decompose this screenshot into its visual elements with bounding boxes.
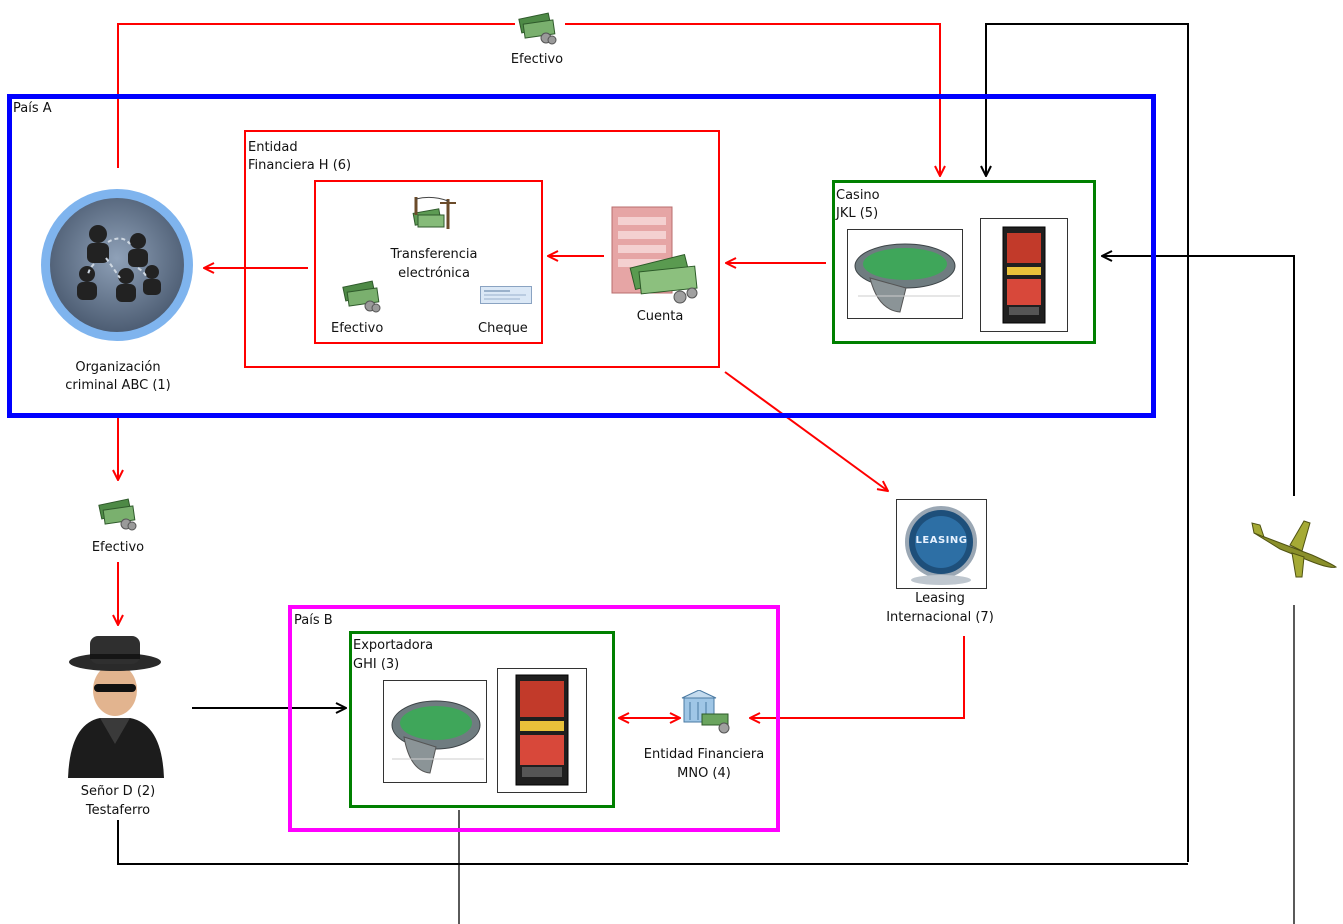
cash-top-label: Efectivo (510, 52, 564, 67)
criminal-org-icon (38, 186, 196, 344)
leasing-name-line1: Leasing (915, 591, 965, 606)
airplane-icon (1250, 515, 1340, 581)
slot-machine-icon (980, 218, 1068, 332)
transfer-label-line2: electrónica (398, 266, 470, 281)
flow-plane-to-casino (1102, 256, 1295, 496)
cash-icon-mid (96, 496, 140, 532)
bank-h-frame (244, 130, 720, 368)
cash-icon-bank (340, 278, 384, 314)
exporter-name-line2: GHI (3) (353, 657, 400, 672)
flow-leasing-to-mno (750, 636, 965, 718)
cash-mid-label: Efectivo (91, 540, 145, 555)
casino-name-line2: JKL (5) (836, 206, 879, 221)
casino-name-line1: Casino (836, 188, 880, 203)
org-name-line1: Organización (75, 360, 161, 375)
mno-name-line2: MNO (4) (677, 766, 731, 781)
casino-jkl-frame (832, 180, 1096, 344)
org-name-line2: criminal ABC (1) (65, 378, 171, 393)
gaming-table-icon-exporter (383, 680, 487, 783)
bank-account-icon (610, 205, 708, 309)
cash-icon-top (516, 10, 560, 46)
country-b-frame (288, 605, 780, 832)
leasing-name-line2: Internacional (7) (886, 610, 994, 625)
leasing-logo-text: LEASING (915, 535, 968, 546)
country-a-frame (7, 94, 1156, 418)
mr-d-name-line2: Testaferro (85, 803, 151, 818)
bank-building-icon (680, 689, 736, 734)
flow-plane-to-casino-top (986, 23, 1189, 862)
exporter-name-line1: Exportadora (353, 638, 434, 653)
flow-bank-to-leasing (724, 371, 888, 491)
bank-h-name-line1: Entidad (248, 140, 298, 155)
country-a-label: País A (13, 101, 52, 116)
flow-mr-d-bottom-loop (117, 820, 1188, 865)
spy-person-icon (60, 632, 170, 780)
country-b-label: País B (294, 613, 333, 628)
bank-h-name-line2: Financiera H (6) (248, 158, 352, 173)
slot-machine-icon-exporter (497, 668, 587, 793)
wire-transfer-icon (410, 193, 458, 233)
mno-name-line1: Entidad Financiera (643, 747, 765, 762)
cheque-icon (480, 286, 532, 304)
bank-h-instruments-frame (314, 180, 543, 344)
bank-cash-label: Efectivo (331, 321, 384, 336)
exporter-ghi-frame (349, 631, 615, 808)
transfer-label-line1: Transferencia (390, 247, 478, 262)
account-label: Cuenta (636, 309, 684, 324)
gaming-table-icon (847, 229, 963, 319)
bank-check-label: Cheque (478, 321, 528, 336)
mr-d-name-line1: Señor D (2) (80, 784, 156, 799)
flow-org-to-casino (117, 23, 515, 168)
leasing-logo-icon: LEASING (896, 499, 987, 589)
